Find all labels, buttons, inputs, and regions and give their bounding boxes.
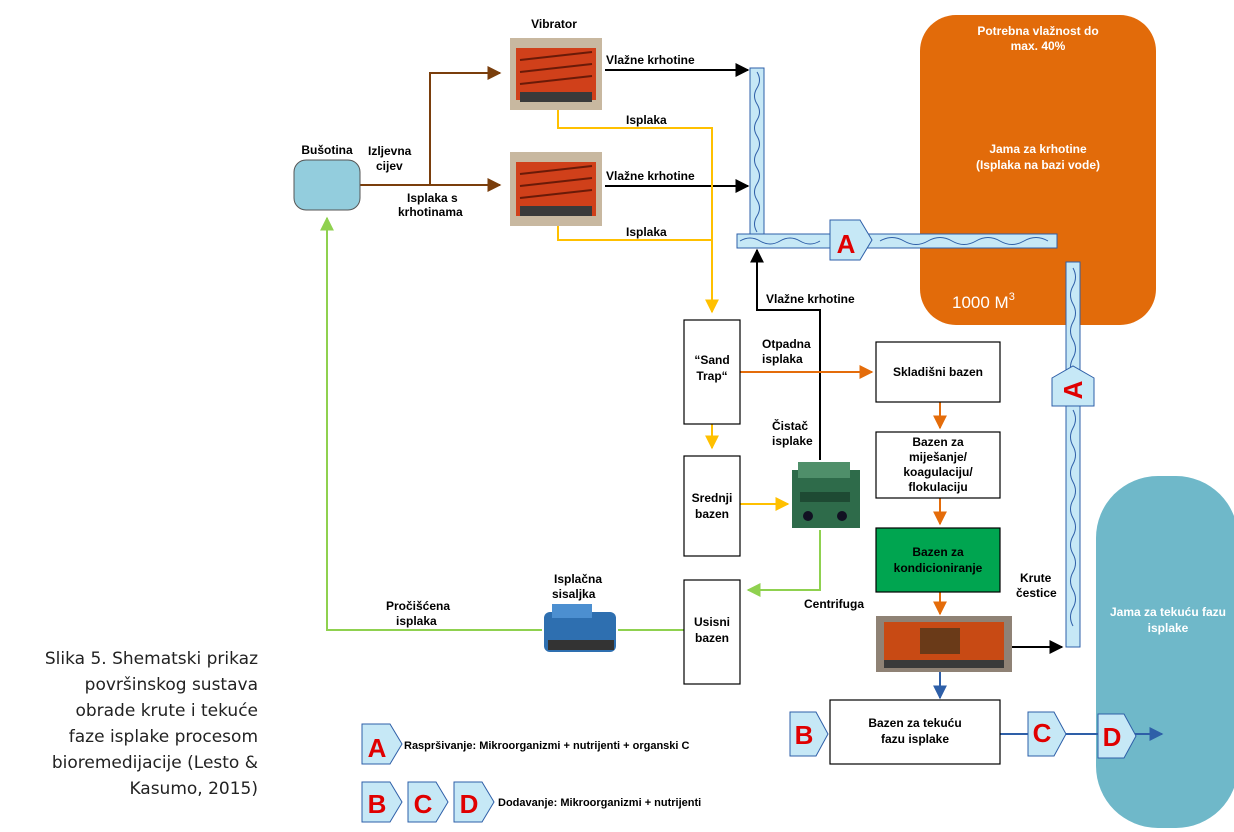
- caption-line-5: bioremedijacije (Lesto &: [52, 753, 258, 773]
- flow-mud-2: [557, 226, 712, 241]
- conditioning-basin-box: Bazen za kondicioniranje: [875, 527, 1001, 593]
- wellhead: Bušotina: [293, 143, 361, 211]
- conditioning-label-1: Bazen za: [912, 545, 964, 559]
- middle-basin-label-1: Srednji: [692, 491, 733, 505]
- caption-line-2: površinskog sustava: [85, 675, 258, 695]
- mixing-basin-label-3: koagulaciju/: [903, 465, 973, 479]
- outflow-pipe-label-1: Izljevna: [368, 144, 412, 158]
- middle-basin-label-2: bazen: [695, 507, 729, 521]
- flow-mud-1: [557, 110, 719, 314]
- vibrator-label: Vibrator: [531, 17, 577, 31]
- sand-trap-label-2: Trap“: [696, 369, 727, 383]
- legend-line-bcd: Dodavanje: Mikroorganizmi + nutrijenti: [498, 797, 701, 809]
- legend-marker-c: [407, 781, 449, 823]
- caption-line-1: Slika 5. Shematski prikaz: [45, 649, 258, 669]
- mixing-basin-label-4: flokulaciju: [908, 480, 967, 494]
- mixing-basin-label-2: miješanje/: [909, 450, 968, 464]
- legend-marker-d-text: D: [460, 789, 479, 819]
- storage-basin-box: Skladišni bazen: [875, 341, 1001, 403]
- cleaned-mud-label-1: Pročišćena: [386, 599, 450, 613]
- vibrator-1: Vibrator: [510, 17, 602, 110]
- legend-marker-a: [361, 723, 403, 765]
- legend-marker-b-text: B: [368, 789, 387, 819]
- liquid-phase-basin-box: Bazen za tekuću fazu isplake: [829, 699, 1001, 765]
- outflow-pipe-label-2: cijev: [376, 159, 403, 173]
- liquid-basin-label-2: fazu isplake: [881, 732, 949, 746]
- wet-cuttings-label-2: Vlažne krhotine: [606, 169, 695, 183]
- cleaned-mud-label-2: isplaka: [396, 614, 437, 628]
- mud-cleaner-label-1: Čistač: [772, 418, 808, 433]
- vertical-pipe-left: [749, 67, 765, 249]
- mud-label-2: Isplaka: [626, 225, 667, 239]
- wet-cuttings-label-3: Vlažne krhotine: [766, 292, 855, 306]
- pit-moisture-label-1: Potrebna vlažnost do: [977, 24, 1098, 38]
- legend-line-a: Raspršivanje: Mikroorganizmi + nutrijent…: [404, 740, 690, 752]
- waste-mud-label-1: Otpadna: [762, 337, 811, 351]
- mud-pump: [544, 604, 616, 652]
- pit-title-2: (Isplaka na bazi vode): [976, 158, 1100, 172]
- mud-pump-label-2: sisaljka: [552, 587, 596, 601]
- flow-wet-cuttings-3: [750, 248, 821, 460]
- mud-with-cuttings-label-1: Isplaka s: [407, 191, 458, 205]
- marker-c-text: C: [1033, 718, 1052, 748]
- flow-pump-to-well: [320, 216, 542, 631]
- mixing-basin-box: Bazen za miješanje/ koagulaciju/ flokula…: [875, 431, 1001, 499]
- pit-volume: 1000 M3: [952, 291, 1015, 312]
- centrifuge-label: Centrifuga: [804, 597, 864, 611]
- vertical-pipe-right: [1065, 261, 1081, 648]
- mud-label-1: Isplaka: [626, 113, 667, 127]
- conditioning-label-2: kondicioniranje: [894, 561, 983, 575]
- legend-marker-c-text: C: [414, 789, 433, 819]
- marker-d-text: D: [1103, 722, 1122, 752]
- caption-line-4: faze isplake procesom: [69, 727, 258, 747]
- mud-cleaner: [792, 462, 860, 528]
- mud-cleaner-label-2: isplake: [772, 434, 813, 448]
- pit-title-1: Jama za krhotine: [989, 142, 1087, 156]
- marker-a-text: A: [837, 229, 856, 259]
- mud-pump-label-1: Isplačna: [554, 572, 602, 586]
- liquid-phase-pit: Jama za tekuću fazu isplake: [1096, 476, 1234, 828]
- liquid-pit-title-1: Jama za tekuću fazu: [1110, 605, 1226, 619]
- flow-cleaner-to-suction: [746, 530, 821, 597]
- vibrator-2: [510, 152, 602, 226]
- suction-basin-label-1: Usisni: [694, 615, 730, 629]
- centrifuge: [876, 616, 1012, 672]
- caption-line-6: Kasumo, 2015): [129, 779, 258, 799]
- legend: A Raspršivanje: Mikroorganizmi + nutrije…: [361, 723, 701, 823]
- sand-trap-label-1: “Sand: [694, 353, 729, 367]
- marker-b-process: B: [789, 711, 829, 757]
- legend-marker-d: [453, 781, 495, 823]
- marker-c-process: C: [1027, 711, 1067, 757]
- solids-label-1: Krute: [1020, 571, 1052, 585]
- mixing-basin-label-1: Bazen za: [912, 435, 964, 449]
- liquid-basin-label-1: Bazen za tekuću: [868, 716, 961, 730]
- liquid-pit-title-2: isplake: [1148, 621, 1189, 635]
- storage-basin-label: Skladišni bazen: [893, 365, 983, 379]
- marker-d-process: D: [1097, 713, 1137, 759]
- marker-a-vertical: A: [1051, 365, 1095, 407]
- marker-a-vertical-text: A: [1058, 380, 1088, 399]
- figure-caption: Slika 5. Shematski prikaz površinskog su…: [45, 649, 258, 799]
- wet-cuttings-label-1: Vlažne krhotine: [606, 53, 695, 67]
- horizontal-pipe: [736, 233, 1058, 249]
- marker-a-horizontal: A: [829, 219, 873, 261]
- pit-moisture-label-2: max. 40%: [1011, 39, 1066, 53]
- legend-marker-b: [361, 781, 403, 823]
- sand-trap-box: “Sand Trap“: [683, 319, 741, 425]
- mud-with-cuttings-label-2: krhotinama: [398, 205, 463, 219]
- suction-basin-box: Usisni bazen: [683, 579, 741, 685]
- legend-marker-a-text: A: [368, 733, 387, 763]
- caption-line-3: obrade krute i tekuće: [75, 701, 258, 721]
- suction-basin-label-2: bazen: [695, 631, 729, 645]
- wellhead-label: Bušotina: [301, 143, 353, 157]
- flow-well-to-vibrator-1: [360, 66, 502, 186]
- waste-mud-label-2: isplaka: [762, 352, 803, 366]
- solids-label-2: čestice: [1016, 586, 1057, 600]
- middle-basin-box: Srednji bazen: [683, 455, 741, 557]
- cuttings-pit: Potrebna vlažnost do max. 40% Jama za kr…: [920, 15, 1156, 325]
- marker-b-text: B: [795, 720, 814, 750]
